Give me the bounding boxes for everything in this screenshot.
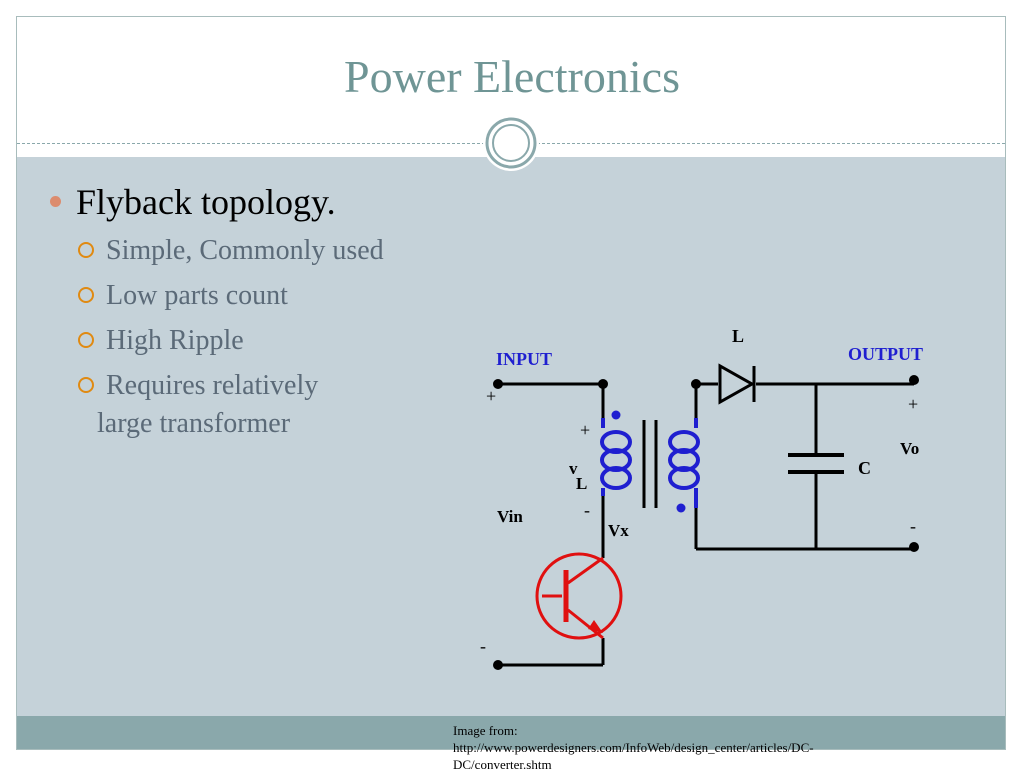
footer-band: [17, 716, 1005, 749]
input-terminal: [493, 660, 503, 670]
divider-ring-icon: [483, 115, 539, 171]
input-minus-sign: -: [480, 636, 486, 656]
sub-bullet-text: Requires relatively: [106, 370, 319, 401]
output-label: OUTPUT: [848, 344, 923, 364]
capacitor-label: C: [858, 458, 871, 478]
diode-triangle: [718, 363, 756, 405]
output-minus-sign: -: [910, 516, 916, 536]
primary-plus-sign: +: [580, 420, 590, 440]
vl-subscript: L: [576, 474, 587, 493]
circle-bullet-icon: [78, 242, 94, 258]
content-area: [17, 157, 1005, 716]
input-terminal: [493, 379, 503, 389]
vin-label: Vin: [497, 507, 523, 526]
sub-bullet-text: Simple, Commonly used: [106, 235, 384, 266]
sub-bullet-item: Low parts count: [48, 273, 468, 318]
vl-label: v: [569, 459, 578, 478]
image-credit: Image from: http://www.powerdesigners.co…: [453, 722, 973, 773]
sub-bullet-item: Requires relatively: [48, 363, 468, 408]
flyback-circuit-diagram: INPUT OUTPUT L C Vo Vin Vx v L + - + - +…: [480, 326, 923, 670]
sub-bullet-item: Simple, Commonly used: [48, 228, 468, 273]
slide-title: Power Electronics: [344, 51, 680, 102]
bullet-item: Flyback topology.: [48, 180, 468, 224]
output-terminal: [909, 375, 919, 385]
secondary-coil-icon: [668, 418, 700, 508]
junction-node: [598, 379, 608, 389]
input-label: INPUT: [496, 349, 552, 369]
bullet-text: Flyback topology.: [76, 182, 336, 222]
credit-link-continued[interactable]: DC/converter.shtm: [453, 757, 552, 772]
primary-coil-icon: [600, 418, 632, 496]
sub-bullet-item: High Ripple: [48, 318, 468, 363]
inductor-label: L: [732, 326, 744, 346]
credit-link[interactable]: http://www.powerdesigners.com/InfoWeb/de…: [453, 740, 814, 755]
circle-bullet-icon: [78, 287, 94, 303]
bullet-list: Flyback topology. Simple, Commonly used …: [48, 180, 468, 444]
sub-bullet-continuation: large transformer: [97, 408, 291, 439]
sub-bullet-text: High Ripple: [106, 325, 244, 356]
sub-bullet-text: Low parts count: [106, 280, 288, 311]
primary-minus-sign: -: [584, 500, 590, 520]
junction-node: [691, 379, 701, 389]
circle-bullet-icon: [78, 332, 94, 348]
input-plus-sign: +: [486, 386, 496, 406]
vo-label: Vo: [900, 439, 919, 458]
credit-line: Image from:: [453, 723, 518, 738]
transistor-icon: [535, 552, 623, 640]
circle-bullet-icon: [78, 377, 94, 393]
polarity-dot-icon: [611, 410, 621, 420]
polarity-dot-icon: [676, 503, 686, 513]
bullet-dot-icon: [50, 196, 61, 207]
vx-label: Vx: [608, 521, 629, 540]
output-plus-sign: +: [908, 394, 918, 414]
sub-bullet-list: Simple, Commonly used Low parts count Hi…: [48, 228, 468, 408]
output-terminal: [909, 542, 919, 552]
